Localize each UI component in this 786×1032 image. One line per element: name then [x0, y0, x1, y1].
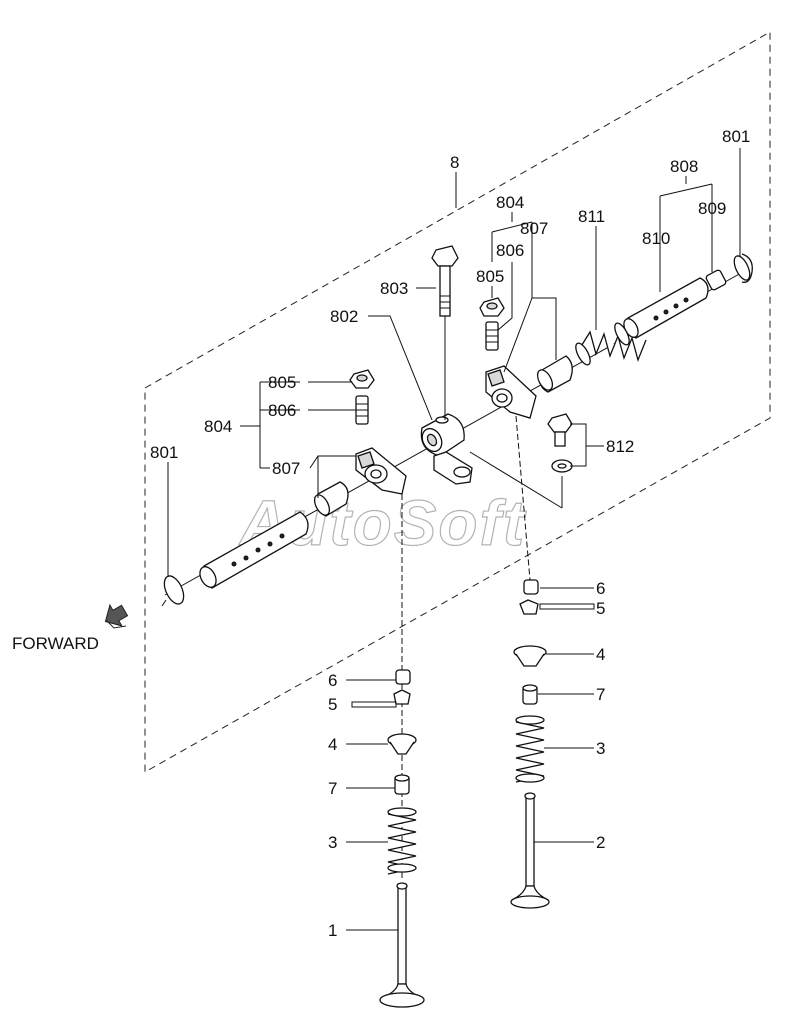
assembly-boundary — [144, 31, 771, 773]
forward-arrow-icon — [104, 603, 129, 629]
label-8: 8 — [450, 153, 459, 172]
label-808: 808 — [670, 157, 698, 176]
forward-label: FORWARD — [12, 634, 99, 653]
leader-lines — [167, 148, 741, 931]
spring-3-left — [387, 807, 417, 875]
adjust-screw-left — [349, 369, 375, 425]
label-807-left: 807 — [272, 459, 300, 478]
seal-7-right — [522, 684, 538, 705]
label-806-left: 806 — [268, 401, 296, 420]
bracket-bolt — [431, 245, 459, 420]
shaft-spring — [575, 322, 647, 366]
retainer-4-right — [513, 645, 547, 667]
cap-6-left — [395, 669, 411, 685]
rocker-arm-left — [355, 447, 407, 495]
spacer-tube — [536, 355, 573, 393]
forward-indicator: FORWARD — [12, 603, 129, 653]
label-809: 809 — [698, 199, 726, 218]
label-3-left: 3 — [328, 833, 337, 852]
label-805-left: 805 — [268, 373, 296, 392]
label-804-top: 804 — [496, 193, 524, 212]
label-803: 803 — [380, 279, 408, 298]
label-5-left: 5 — [328, 695, 337, 714]
bolt-812 — [469, 413, 573, 509]
label-807-top: 807 — [520, 219, 548, 238]
label-811: 811 — [578, 207, 605, 226]
label-4-right: 4 — [596, 645, 605, 664]
label-801-right: 801 — [722, 127, 750, 146]
label-2: 2 — [596, 833, 605, 852]
label-805-top: 805 — [476, 267, 504, 286]
label-6-right: 6 — [596, 579, 605, 598]
label-804-left: 804 — [204, 417, 232, 436]
label-7-left: 7 — [328, 779, 337, 798]
adjust-screw-right — [479, 297, 505, 351]
label-812: 812 — [606, 437, 634, 456]
bushing-809 — [705, 269, 727, 291]
label-7-right: 7 — [596, 685, 605, 704]
label-3-right: 3 — [596, 739, 605, 758]
rocker-arm-right — [485, 365, 537, 419]
spring-3-right — [515, 715, 545, 783]
valve-axis-right — [515, 415, 531, 581]
keeper-5-right — [519, 599, 539, 615]
label-6-left: 6 — [328, 671, 337, 690]
label-5-right: 5 — [596, 599, 605, 618]
snap-ring-right — [733, 253, 753, 283]
spacer-left — [313, 481, 349, 517]
label-806-top: 806 — [496, 241, 524, 260]
valve-1 — [379, 882, 425, 1008]
valve-2 — [510, 792, 550, 909]
rocker-shaft-right — [623, 277, 709, 339]
rocker-bracket — [420, 413, 473, 485]
rocker-shaft-left — [199, 511, 309, 589]
retainer-4-left — [387, 733, 417, 755]
seal-7-left — [394, 774, 410, 795]
label-802: 802 — [330, 307, 358, 326]
label-801-left: 801 — [150, 443, 178, 462]
label-1: 1 — [328, 921, 337, 940]
label-4-left: 4 — [328, 735, 337, 754]
label-810: 810 — [642, 229, 670, 248]
snap-ring-left — [161, 575, 185, 607]
cap-6-right — [523, 579, 539, 595]
